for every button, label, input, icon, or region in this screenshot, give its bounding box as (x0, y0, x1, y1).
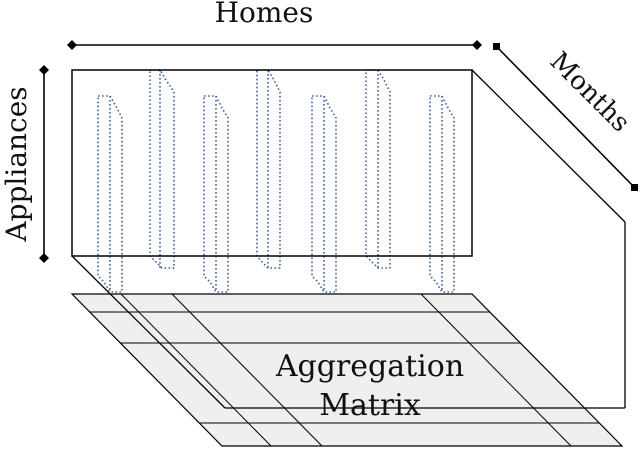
slice-6 (365, 69, 391, 269)
matrix-grid-lines (90, 293, 599, 447)
aggregation-label-line1: Aggregation (275, 349, 464, 384)
appliance-slices (97, 69, 455, 293)
homes-label: Homes (215, 0, 314, 29)
homes-arrow (67, 40, 482, 50)
aggregation-label-line2: Matrix (319, 388, 421, 423)
months-label: Months (544, 47, 636, 139)
tensor-front-face (71, 69, 473, 257)
slice-4 (256, 69, 281, 269)
appliances-arrow (39, 65, 49, 263)
slice-1 (97, 95, 123, 293)
slice-3 (203, 95, 229, 293)
months-arrow (493, 43, 638, 191)
slice-2 (149, 69, 175, 269)
tensor-back-edges (71, 69, 626, 409)
slice-7 (429, 95, 455, 293)
appliances-label: Appliances (0, 86, 33, 242)
slice-5 (311, 95, 337, 293)
